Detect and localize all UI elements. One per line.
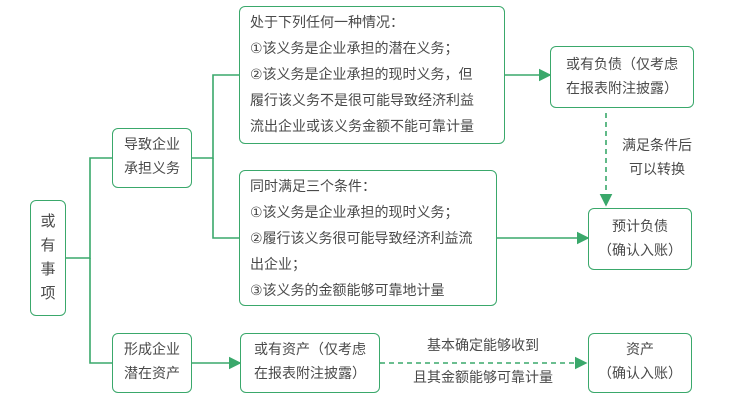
asset-line1: 资产 xyxy=(626,342,654,358)
condition-all-item2a: ②履行该义务很可能导致经济利益流 xyxy=(250,231,473,247)
obligation-line2: 承担义务 xyxy=(124,161,180,177)
contingent-asset-line1: 或有资产（仅考虑 xyxy=(254,342,366,358)
provision-line2: （确认入账） xyxy=(598,243,682,259)
condition-any-item2a: ②该义务是企业承担的现时义务，但 xyxy=(250,67,473,83)
condition-any-item2b: 履行该义务不是很可能导致经济利益 xyxy=(250,93,474,109)
obligation-to-all-line xyxy=(212,158,239,239)
condition-any-box: 处于下列任何一种情况： ①该义务是企业承担的潜在义务； ②该义务是企业承担的现时… xyxy=(239,6,505,144)
condition-all-item2b: 出企业； xyxy=(250,257,306,273)
obligation-box: 导致企业 承担义务 xyxy=(112,128,192,188)
asset-source-box: 形成企业 潜在资产 xyxy=(112,333,192,393)
conversion-label-line1: 满足条件后 xyxy=(622,138,692,154)
obligation-line1: 导致企业 xyxy=(124,137,180,153)
contingent-liability-line1: 或有负债（仅考虑 xyxy=(566,57,678,73)
provision-box: 预计负债 （确认入账） xyxy=(588,208,692,270)
root-char-2: 有 xyxy=(40,236,56,254)
asset-source-line2: 潜在资产 xyxy=(124,366,180,382)
contingent-liability-line2: 在报表附注披露） xyxy=(566,81,678,97)
contingent-liability-box: 或有负债（仅考虑 在报表附注披露） xyxy=(550,46,694,108)
root-to-asset-line xyxy=(89,258,112,364)
condition-all-item1: ①该义务是企业承担的现时义务； xyxy=(250,205,459,221)
condition-all-item3: ③该义务的金额能够可靠地计量 xyxy=(250,283,445,299)
condition-all-heading: 同时满足三个条件： xyxy=(250,179,376,195)
provision-line1: 预计负债 xyxy=(612,219,668,235)
contingent-asset-line2: 在报表附注披露） xyxy=(254,366,366,382)
root-char-3: 事 xyxy=(40,260,56,278)
asset-box: 资产 （确认入账） xyxy=(588,333,692,393)
asset-condition-label-line1: 基本确定能够收到 xyxy=(427,338,539,354)
asset-line2: （确认入账） xyxy=(598,366,682,382)
contingent-asset-box: 或有资产（仅考虑 在报表附注披露） xyxy=(240,333,380,393)
condition-all-box: 同时满足三个条件： ①该义务是企业承担的现时义务； ②履行该义务很可能导致经济利… xyxy=(239,170,497,306)
asset-source-line1: 形成企业 xyxy=(124,342,180,358)
condition-any-item1: ①该义务是企业承担的潜在义务； xyxy=(250,41,459,57)
conversion-label-line2: 可以转换 xyxy=(629,162,685,178)
root-trunk-line xyxy=(66,157,112,259)
condition-any-heading: 处于下列任何一种情况： xyxy=(250,15,404,31)
root-char-1: 或 xyxy=(40,212,56,230)
asset-condition-label-line2: 且其金额能够可靠计量 xyxy=(413,370,553,386)
condition-any-item2c: 流出企业或该义务金额不能可靠计量 xyxy=(250,119,474,135)
obligation-trunk-line xyxy=(192,74,239,159)
root-char-4: 项 xyxy=(40,284,56,302)
root-box: 或 有 事 项 xyxy=(30,200,66,316)
